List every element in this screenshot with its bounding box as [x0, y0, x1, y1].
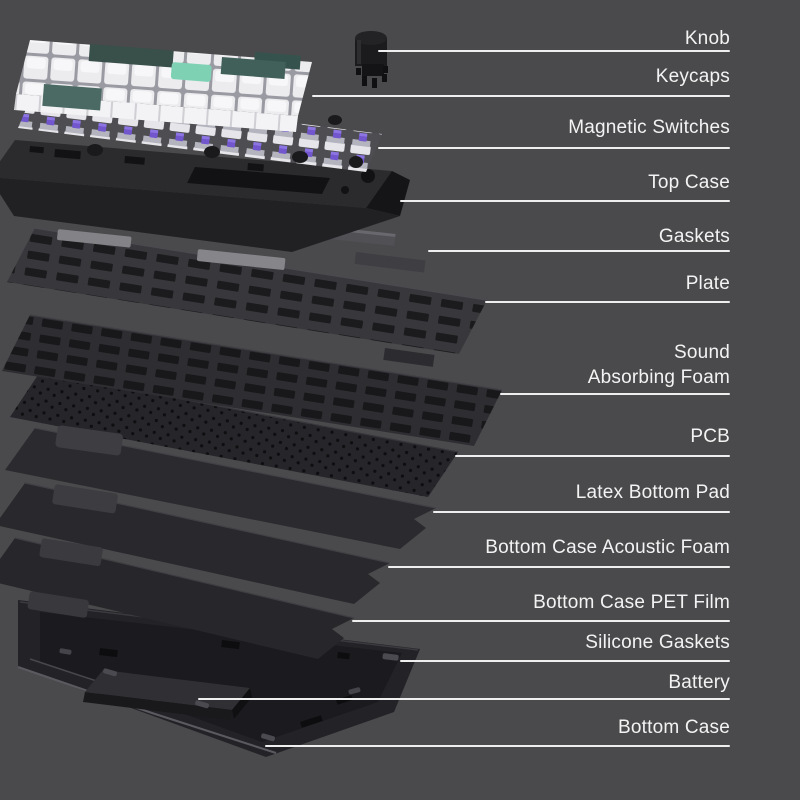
label-top-case: Top Case	[648, 172, 730, 193]
label-sound-absorbing-foam: Sound Absorbing Foam	[587, 342, 730, 388]
label-keycaps: Keycaps	[655, 66, 730, 87]
label-bottom-case: Bottom Case	[617, 717, 730, 738]
leader-line-battery	[198, 698, 730, 700]
knob-illustration	[355, 31, 388, 88]
leader-line-latex-bottom-pad	[433, 511, 730, 513]
label-latex-bottom-pad: Latex Bottom Pad	[575, 482, 730, 503]
label-bottom-case-acoustic-foam: Bottom Case Acoustic Foam	[485, 537, 730, 558]
top-case-illustration	[0, 140, 410, 252]
leader-line-bottom-case-acoustic-foam	[388, 566, 730, 568]
pcb-illustration	[10, 371, 459, 497]
battery-illustration	[83, 670, 252, 720]
label-knob: Knob	[684, 28, 730, 49]
gaskets-illustration	[57, 226, 426, 273]
leader-line-bottom-case	[265, 745, 730, 747]
label-magnetic-switches: Magnetic Switches	[568, 117, 730, 138]
label-gaskets: Gaskets	[658, 226, 730, 247]
silicone-gaskets-illustration	[59, 648, 399, 742]
leader-line-bottom-case-pet-film	[352, 620, 730, 622]
leader-line-top-case	[400, 200, 730, 202]
leader-line-pcb	[455, 455, 730, 457]
label-silicone-gaskets: Silicone Gaskets	[585, 632, 730, 653]
leader-line-keycaps	[312, 95, 730, 97]
label-bottom-case-pet-film: Bottom Case PET Film	[533, 592, 730, 613]
leader-line-silicone-gaskets	[400, 660, 730, 662]
leader-line-plate	[485, 301, 730, 303]
label-pcb: PCB	[690, 426, 730, 447]
leader-line-knob	[378, 50, 730, 52]
keycaps-illustration	[14, 40, 312, 132]
sound-absorbing-foam-illustration	[2, 314, 503, 446]
label-plate: Plate	[685, 273, 730, 294]
leader-line-gaskets	[428, 250, 730, 252]
leader-line-sound-absorbing-foam	[500, 393, 730, 395]
leader-line-magnetic-switches	[378, 147, 730, 149]
label-battery: Battery	[668, 672, 730, 693]
